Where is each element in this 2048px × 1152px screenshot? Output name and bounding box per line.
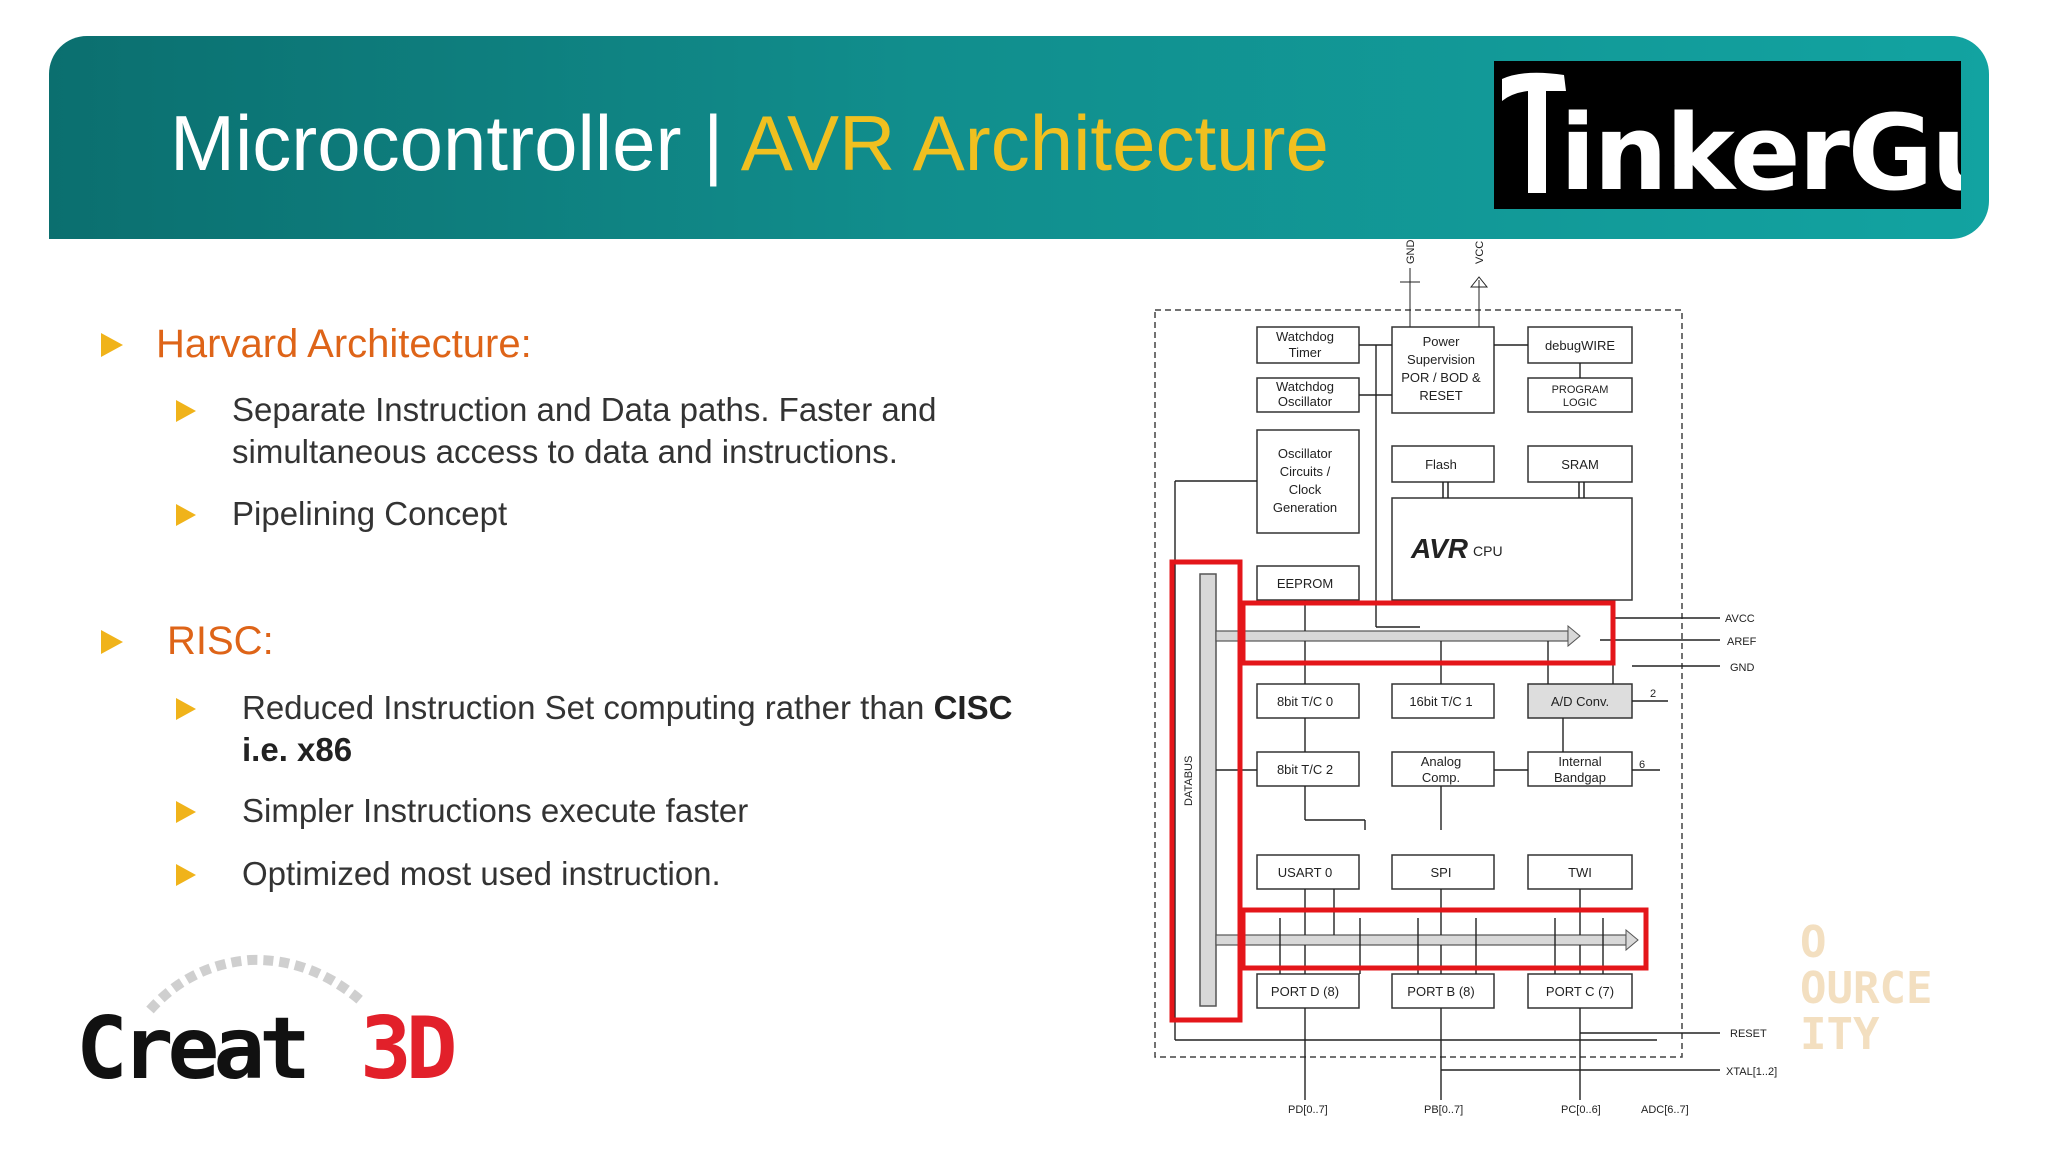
- block-watchdog-timer-1: Watchdog: [1276, 329, 1334, 344]
- block-power-1: Power: [1423, 334, 1461, 349]
- heading-risc: RISC:: [167, 619, 274, 663]
- block-portb: PORT B (8): [1407, 984, 1474, 999]
- pin-n2: 2: [1650, 688, 1656, 700]
- bullet-icon: [176, 504, 196, 526]
- highlight-lower-bus: [1240, 907, 1649, 971]
- label-databus: DATABUS: [1183, 756, 1195, 806]
- bullet-icon: [176, 400, 196, 422]
- block-portc: PORT C (7): [1546, 984, 1614, 999]
- block-adc: A/D Conv.: [1551, 694, 1609, 709]
- pin-pb: PB[0..7]: [1424, 1104, 1463, 1116]
- cpu-logo: AVR: [1410, 533, 1469, 564]
- highlight-databus: [1169, 559, 1243, 1023]
- svg-text:3D: 3D: [360, 999, 454, 1099]
- pin-adc: ADC[6..7]: [1641, 1104, 1689, 1116]
- block-usart: USART 0: [1278, 865, 1332, 880]
- block-watchdog-timer-2: Timer: [1289, 345, 1322, 360]
- pin-xtal: XTAL[1..2]: [1726, 1066, 1777, 1078]
- pin-avcc: AVCC: [1725, 613, 1755, 625]
- logo-text: inkerGuru: [1560, 92, 1961, 209]
- bullet-risc-3: Optimized most used instruction.: [242, 855, 721, 892]
- block-analog-1: Analog: [1421, 754, 1461, 769]
- block-osc-4: Generation: [1273, 500, 1337, 515]
- block-program-logic-2: LOGIC: [1563, 397, 1597, 409]
- pin-pd: PD[0..7]: [1288, 1104, 1328, 1116]
- pin-gnd-right: GND: [1730, 662, 1755, 674]
- avr-block-diagram: GND VCC: [1154, 240, 1777, 1116]
- bullet-risc-2: Simpler Instructions execute faster: [242, 792, 749, 829]
- block-portd: PORT D (8): [1271, 984, 1339, 999]
- block-cpu: CPU: [1473, 543, 1503, 559]
- block-osc-2: Circuits /: [1280, 464, 1331, 479]
- block-power-4: RESET: [1419, 388, 1462, 403]
- block-osc-1: Oscillator: [1278, 446, 1333, 461]
- pin-aref: AREF: [1727, 636, 1757, 648]
- block-analog-2: Comp.: [1422, 770, 1460, 785]
- bullet-icon: [176, 698, 196, 720]
- bullet-icon: [176, 864, 196, 886]
- block-t0: 8bit T/C 0: [1277, 694, 1333, 709]
- block-eeprom: EEPROM: [1277, 576, 1333, 591]
- block-t1: 16bit T/C 1: [1409, 694, 1472, 709]
- title-accent: AVR Architecture: [740, 99, 1329, 187]
- bullet-risc-1: Reduced Instruction Set computing rather…: [242, 689, 1013, 768]
- block-debugwire: debugWIRE: [1545, 338, 1615, 353]
- block-bandgap-1: Internal: [1558, 754, 1601, 769]
- watermark: O OURCE ITY: [1800, 917, 1933, 1060]
- bullet-harvard-2: Pipelining Concept: [232, 495, 508, 532]
- pin-n6: 6: [1639, 759, 1645, 771]
- highlight-upper-bus: [1240, 600, 1616, 666]
- svg-text:Creat: Creat: [76, 999, 305, 1099]
- block-power-2: Supervision: [1407, 352, 1475, 367]
- block-flash: Flash: [1425, 457, 1457, 472]
- block-program-logic-1: PROGRAM: [1552, 384, 1609, 396]
- heading-harvard: Harvard Architecture:: [156, 322, 532, 366]
- block-sram: SRAM: [1561, 457, 1599, 472]
- tinkerguru-logo: inkerGuru: [1494, 61, 2048, 214]
- pin-pc: PC[0..6]: [1561, 1104, 1601, 1116]
- block-bandgap-2: Bandgap: [1554, 770, 1606, 785]
- pin-reset: RESET: [1730, 1028, 1767, 1040]
- slide-title: Microcontroller | AVR Architecture: [170, 98, 1329, 189]
- pin-gnd-top: GND: [1405, 240, 1417, 265]
- block-t2: 8bit T/C 2: [1277, 762, 1333, 777]
- bullet-harvard-1: Separate Instruction and Data paths. Fas…: [232, 391, 937, 470]
- block-spi: SPI: [1431, 865, 1452, 880]
- title-main: Microcontroller |: [170, 99, 741, 187]
- block-twi: TWI: [1568, 865, 1592, 880]
- pin-vcc-top: VCC: [1474, 241, 1486, 264]
- block-power-3: POR / BOD &: [1401, 370, 1481, 385]
- bullet-icon: [101, 333, 123, 357]
- block-osc-3: Clock: [1289, 482, 1322, 497]
- creat3d-logo: Creat 3D: [70, 940, 480, 1115]
- block-watchdog-osc-2: Oscillator: [1278, 394, 1333, 409]
- bullet-icon: [176, 801, 196, 823]
- block-watchdog-osc-1: Watchdog: [1276, 379, 1334, 394]
- bullet-icon: [101, 630, 123, 654]
